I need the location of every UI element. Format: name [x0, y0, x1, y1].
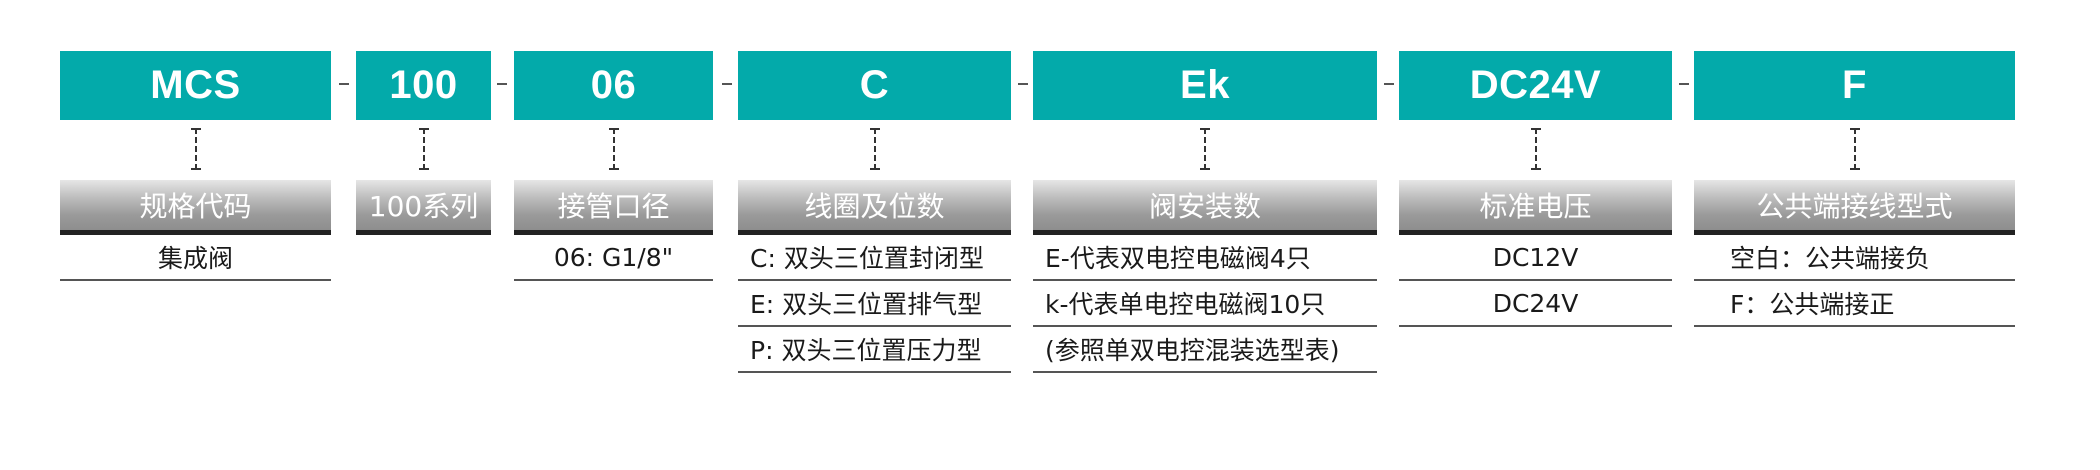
option-row: 空白：公共端接负	[1694, 235, 2015, 281]
code-box-f: F	[1694, 51, 2015, 120]
segment-spec-code: MCS 规格代码 集成阀	[60, 0, 331, 470]
label-common-terminal: 公共端接线型式	[1694, 180, 2015, 235]
separator-dash	[497, 83, 507, 85]
dashed-connector	[1849, 128, 1860, 170]
option-row: 集成阀	[60, 235, 331, 281]
label-port-size: 接管口径	[514, 180, 713, 235]
label-spec-code: 规格代码	[60, 180, 331, 235]
label-series: 100系列	[356, 180, 491, 235]
code-box-dc24v: DC24V	[1399, 51, 1672, 120]
label-voltage: 标准电压	[1399, 180, 1672, 235]
label-valve-count: 阀安装数	[1033, 180, 1377, 235]
segment-coil-position: C 线圈及位数 C: 双头三位置封闭型 E: 双头三位置排气型 P: 双头三位置…	[738, 0, 1011, 470]
option-row: (参照单双电控混装选型表)	[1033, 327, 1377, 373]
label-coil-position: 线圈及位数	[738, 180, 1011, 235]
dashed-connector	[418, 128, 429, 170]
segment-valve-count: Ek 阀安装数 E-代表双电控电磁阀4只 k-代表单电控电磁阀10只 (参照单双…	[1033, 0, 1377, 470]
segment-voltage: DC24V 标准电压 DC12V DC24V	[1399, 0, 1672, 470]
dashed-connector	[190, 128, 201, 170]
separator-dash	[722, 83, 732, 85]
option-row: F：公共端接正	[1694, 281, 2015, 327]
dashed-connector	[1530, 128, 1541, 170]
separator-dash	[339, 83, 349, 85]
segment-series: 100 100系列	[356, 0, 491, 470]
option-row: E: 双头三位置排气型	[738, 281, 1011, 327]
option-row: C: 双头三位置封闭型	[738, 235, 1011, 281]
dashed-connector	[869, 128, 880, 170]
option-row: P: 双头三位置压力型	[738, 327, 1011, 373]
code-box-06: 06	[514, 51, 713, 120]
dashed-connector	[1200, 128, 1210, 170]
segment-port-size: 06 接管口径 06: G1/8"	[514, 0, 713, 470]
option-row: DC24V	[1399, 281, 1672, 327]
separator-dash	[1018, 83, 1028, 85]
option-row: DC12V	[1399, 235, 1672, 281]
option-row: E-代表双电控电磁阀4只	[1033, 235, 1377, 281]
option-row: 06: G1/8"	[514, 235, 713, 281]
separator-dash	[1679, 83, 1689, 85]
separator-dash	[1384, 83, 1394, 85]
option-row: k-代表单电控电磁阀10只	[1033, 281, 1377, 327]
segment-common-terminal: F 公共端接线型式 空白：公共端接负 F：公共端接正	[1694, 0, 2015, 470]
code-box-c: C	[738, 51, 1011, 120]
code-box-100: 100	[356, 51, 491, 120]
code-box-ek: Ek	[1033, 51, 1377, 120]
code-box-mcs: MCS	[60, 51, 331, 120]
dashed-connector	[608, 128, 619, 170]
